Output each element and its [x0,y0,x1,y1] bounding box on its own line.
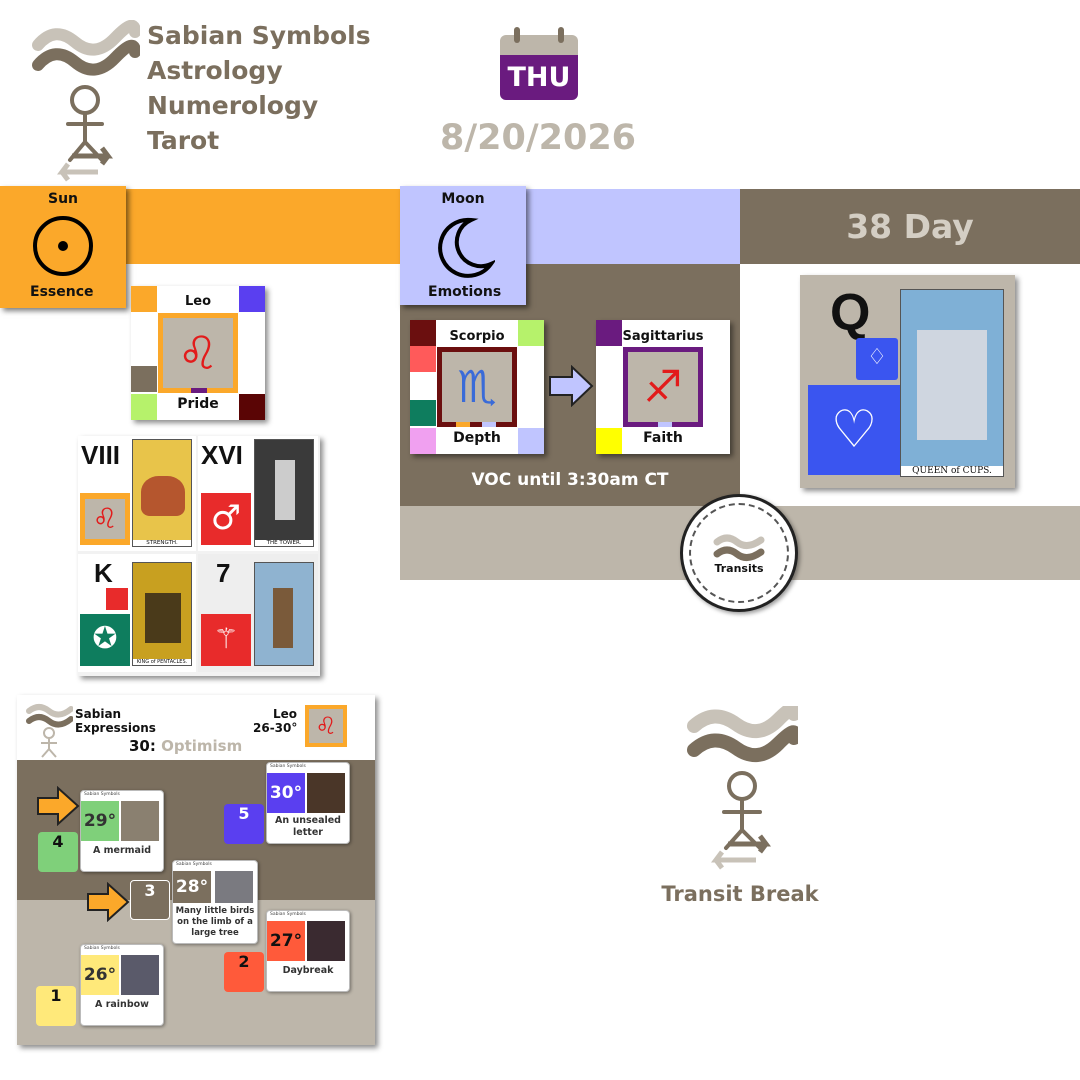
scorpio-glyph-icon: ♏ [457,361,497,413]
expr-theme: Optimism [161,737,243,755]
leo-sign-card: Leo ♌ Pride [131,286,265,420]
arrow-right-icon [549,365,594,407]
sun-subtitle: Essence [30,284,94,300]
number-tile-1: 1 [36,986,76,1026]
expr-degree: 30: [129,737,156,755]
sabian-logo-icon [713,534,765,561]
brand-title: Sabian Symbols Astrology Numerology Taro… [147,21,371,155]
leo-mini-icon: ♌ [305,705,347,747]
sun-tile: Sun Essence [0,186,126,308]
tarot-card-king-pentacles: K ✪ KING of PENTACLES. [78,554,196,672]
tarot-card-tower: XVI ♂ THE TOWER. [198,436,318,551]
calendar-icon: THU [500,27,578,100]
sagittarius-sign-card: Sagittarius ♐ Faith [596,320,730,454]
tarot-card-seven-swords: 7 ⚚ [198,554,318,672]
number-tile-2: 2 [224,952,264,992]
moon-tile: Moon Emotions [400,186,526,305]
day-band: 38 Day [740,189,1080,264]
queen-rank: Q [830,284,871,342]
sagittarius-glyph-icon: ♐ [643,361,683,413]
expr-sign: Leo [272,707,297,721]
degree-card-27[interactable]: Sabian Symbols 27° Daybreak [266,910,350,992]
moon-icon [438,217,495,278]
transits-label: Transits [714,561,764,575]
scorpio-label: Scorpio [449,329,505,344]
arrow-pointer-icon [87,882,130,922]
tarot-card-strength: VIII ♌ STRENGTH. [78,436,196,551]
tarot-grid: VIII ♌ STRENGTH. XVI ♂ THE TOWER. K ✪ KI… [78,436,320,676]
depth-label: Depth [453,430,501,446]
day-label: 38 Day [846,207,974,246]
degree-card-29[interactable]: Sabian Symbols 29° A mermaid [80,790,164,872]
scorpio-sign-card: Scorpio ♏ Depth [410,320,544,454]
transit-break-logo [686,701,802,876]
expr-brand: Sabian [75,707,122,721]
transits-badge[interactable]: Transits [680,494,798,612]
degree-card-28[interactable]: Sabian Symbols 28° Many little birds on … [172,860,258,944]
degree-card-26[interactable]: Sabian Symbols 26° A rainbow [80,944,164,1026]
number-tile-4: 4 [38,832,78,872]
number-tile-3: 3 [130,880,170,920]
arrow-pointer-icon [37,786,80,826]
pride-label: Pride [177,396,219,412]
voc-text: VOC until 3:30am CT [471,470,669,490]
leo-label: Leo [184,294,212,309]
queen-cups-card: Q ♢ ♡ QUEEN of CUPS. [800,275,1015,488]
degree-card-30[interactable]: Sabian Symbols 30° An unsealed letter [266,762,350,844]
transit-break-label: Transit Break [661,882,819,906]
sun-icon [33,216,93,276]
sagittarius-label: Sagittarius [622,329,704,344]
expr-range: 26-30° [253,721,298,735]
expr-heading: Expressions [75,721,156,735]
sabian-logo-icon [26,704,73,758]
sun-title: Sun [47,191,79,207]
date-text: 8/20/2026 [440,118,637,158]
brand-logo [30,19,141,185]
moon-subtitle: Emotions [428,284,502,300]
faith-label: Faith [643,430,683,446]
number-tile-5: 5 [224,804,264,844]
weekday-label: THU [500,55,578,100]
moon-title: Moon [441,191,485,207]
leo-glyph-icon: ♌ [177,326,219,380]
